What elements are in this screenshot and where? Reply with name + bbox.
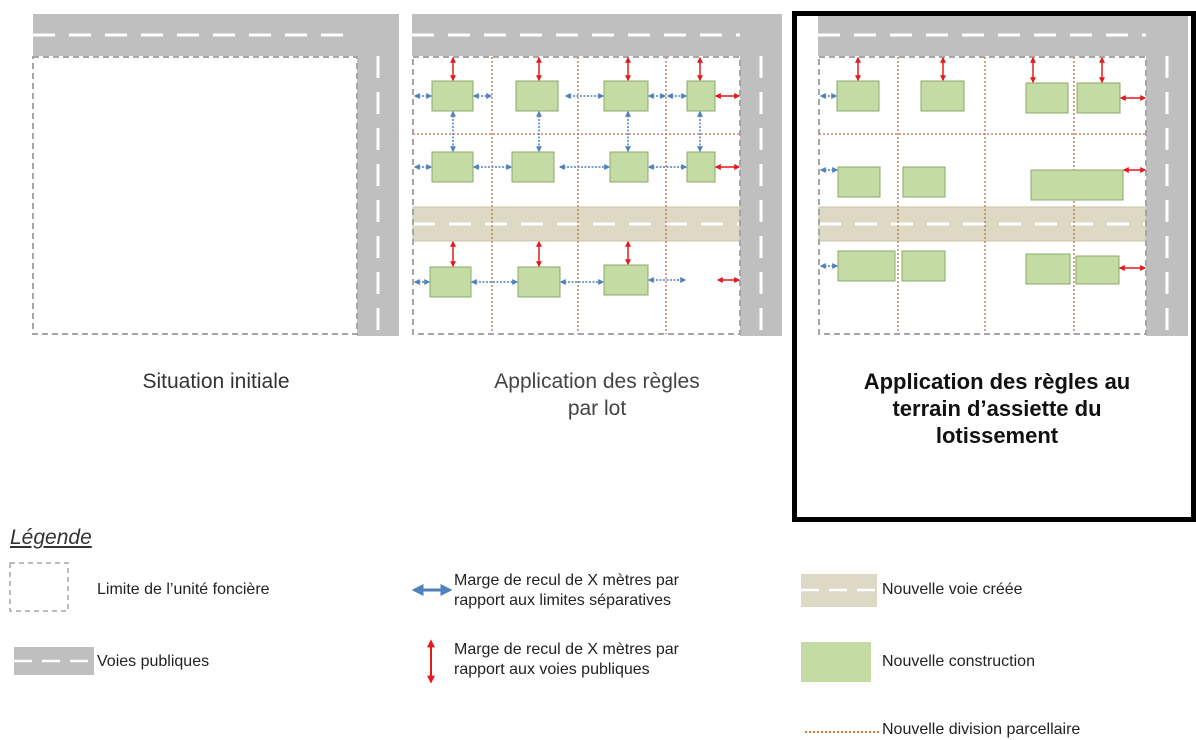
legend-nouvelle-construction-label: Nouvelle construction xyxy=(882,653,1035,670)
legend-limite-label: Limite de l’unité foncière xyxy=(97,581,270,598)
caption-terrain-line: Application des règles au xyxy=(863,369,1131,394)
parcel-divisions xyxy=(819,57,1146,334)
legend-symbols xyxy=(9,562,879,733)
caption-initial-line: Situation initiale xyxy=(142,370,290,393)
legend-marge-separatives-line: Marge de recul de X mètres par xyxy=(454,572,679,589)
blue-setback-arrows xyxy=(413,93,703,285)
land-unit-boundary xyxy=(818,56,1147,335)
panel-initial xyxy=(32,14,399,336)
new-constructions xyxy=(429,80,716,298)
caption-initial: Situation initiale xyxy=(33,368,399,395)
blue-setback-arrows xyxy=(819,93,839,269)
legend-nouvelle-voie-label: Nouvelle voie créée xyxy=(882,581,1023,598)
legend-marge-voies-label: Marge de recul de X mètres par rapport a… xyxy=(454,640,679,680)
panel-par-lot xyxy=(412,14,782,336)
panel-terrain xyxy=(818,14,1188,336)
red-setback-arrows xyxy=(855,56,1147,271)
legend-voies-publiques-label: Voies publiques xyxy=(97,653,210,670)
land-unit-boundary xyxy=(412,56,741,335)
caption-terrain: Application des règles au terrain d’assi… xyxy=(812,368,1182,449)
caption-par-lot-line: par lot xyxy=(567,397,627,420)
legend-boundary-symbol xyxy=(9,562,69,612)
red-setback-arrows xyxy=(450,56,741,283)
land-unit-boundary xyxy=(32,56,358,335)
legend-marge-separatives-label: Marge de recul de X mètres par rapport a… xyxy=(454,571,679,611)
parcel-divisions xyxy=(413,57,740,334)
caption-terrain-line: terrain d’assiette du xyxy=(892,396,1102,421)
caption-par-lot-line: Application des règles xyxy=(494,370,700,393)
legend-marge-voies-line: Marge de recul de X mètres par xyxy=(454,641,679,658)
new-constructions xyxy=(836,80,1124,285)
legend-title: Légende xyxy=(10,526,92,549)
highlight-frame xyxy=(792,11,1196,522)
caption-terrain-line: lotissement xyxy=(935,423,1059,448)
legend-construction-symbol xyxy=(801,642,871,682)
legend-marge-voies-line: rapport aux voies publiques xyxy=(454,661,650,678)
legend-marge-separatives-line: rapport aux limites séparatives xyxy=(454,592,671,609)
caption-par-lot: Application des règles par lot xyxy=(412,368,782,422)
legend-nouvelle-division-label: Nouvelle division parcellaire xyxy=(882,721,1081,738)
